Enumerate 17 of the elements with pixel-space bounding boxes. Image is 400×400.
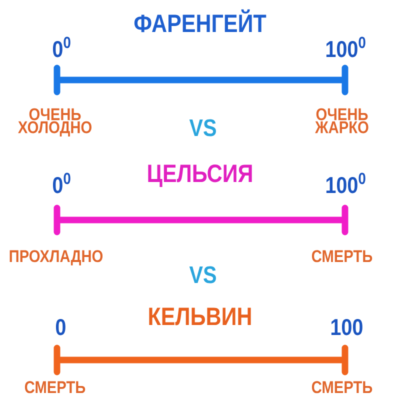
- scale-value: 0$^{0}$: [52, 36, 70, 58]
- scale-title: КЕЛЬВИН: [149, 308, 251, 326]
- scale-caption: СМЕРТЬ: [312, 381, 372, 394]
- scale-value: 100$^{0}$: [326, 36, 366, 58]
- scale-caption: ОЧЕНЬ ХОЛОДНО: [18, 108, 92, 136]
- scale-value: 100: [331, 318, 362, 336]
- scale-title: ЦЕЛЬСИЯ: [148, 164, 252, 187]
- versus-text: VS: [189, 266, 216, 284]
- versus-text: VS: [189, 119, 216, 136]
- scale-value: 0$^{0}$: [52, 172, 70, 194]
- scale-caption: СМЕРТЬ: [24, 381, 86, 394]
- scale-value: 0: [56, 318, 66, 336]
- scale-caption: ПРОХЛАДНО: [10, 250, 103, 266]
- scale-value: 100$^{0}$: [326, 172, 366, 194]
- scale-caption: ОЧЕНЬ ЖАРКО: [315, 108, 368, 134]
- scale-caption: СМЕРТЬ: [312, 250, 372, 262]
- scale-title: ФАРЕНГЕЙТ: [134, 9, 266, 32]
